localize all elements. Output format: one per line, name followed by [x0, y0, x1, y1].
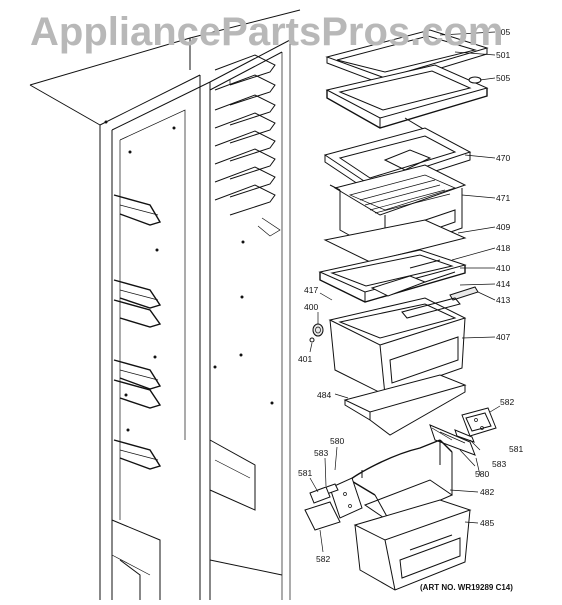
bracket-582-right	[461, 407, 497, 437]
callout-409: 409	[496, 222, 510, 232]
art-number: (ART NO. WR19289 C14)	[420, 583, 513, 592]
callout-labels: 505 501 505 470 471 409 418 410 417 414 …	[298, 27, 523, 564]
callout-580-left: 580	[330, 436, 344, 446]
bracket-582-left	[304, 501, 341, 531]
callout-583-left: 583	[314, 448, 328, 458]
humidity-control-400	[312, 323, 324, 337]
crisper-pan-407	[328, 297, 467, 396]
freezer-drawer-485	[353, 499, 472, 591]
fridge-cabinet	[29, 9, 301, 600]
callout-484: 484	[317, 390, 331, 400]
callout-471: 471	[496, 193, 510, 203]
leader-lines	[309, 31, 501, 553]
callout-581-left: 581	[298, 468, 312, 478]
callout-410: 410	[496, 263, 510, 273]
callout-401: 401	[298, 354, 312, 364]
callout-485: 485	[480, 518, 494, 528]
callout-501: 501	[496, 50, 510, 60]
callout-583-right: 583	[492, 459, 506, 469]
bracket-580-left	[329, 477, 363, 519]
callout-400: 400	[304, 302, 318, 312]
bracket-583-right	[454, 429, 475, 443]
callout-582-right: 582	[500, 397, 514, 407]
callout-418: 418	[496, 243, 510, 253]
drawer-cover-484	[343, 374, 467, 436]
callout-413: 413	[496, 295, 510, 305]
shelf-frame-505	[325, 64, 489, 131]
callout-505: 505	[496, 73, 510, 83]
callout-470: 470	[496, 153, 510, 163]
callout-505-top: 505	[496, 27, 510, 37]
callout-580-right: 580	[475, 469, 489, 479]
callout-582-left: 582	[316, 554, 330, 564]
callout-417: 417	[304, 285, 318, 295]
callout-581-right: 581	[509, 444, 523, 454]
bracket-581-left	[309, 486, 331, 504]
watermark: AppliancePartsPros.com	[30, 10, 504, 54]
screw-401	[309, 337, 315, 343]
glass-cover-409	[323, 219, 467, 263]
callout-414: 414	[496, 279, 510, 289]
pan-cover-frame-410	[318, 249, 467, 303]
callout-482: 482	[480, 487, 494, 497]
callout-407: 407	[496, 332, 510, 342]
